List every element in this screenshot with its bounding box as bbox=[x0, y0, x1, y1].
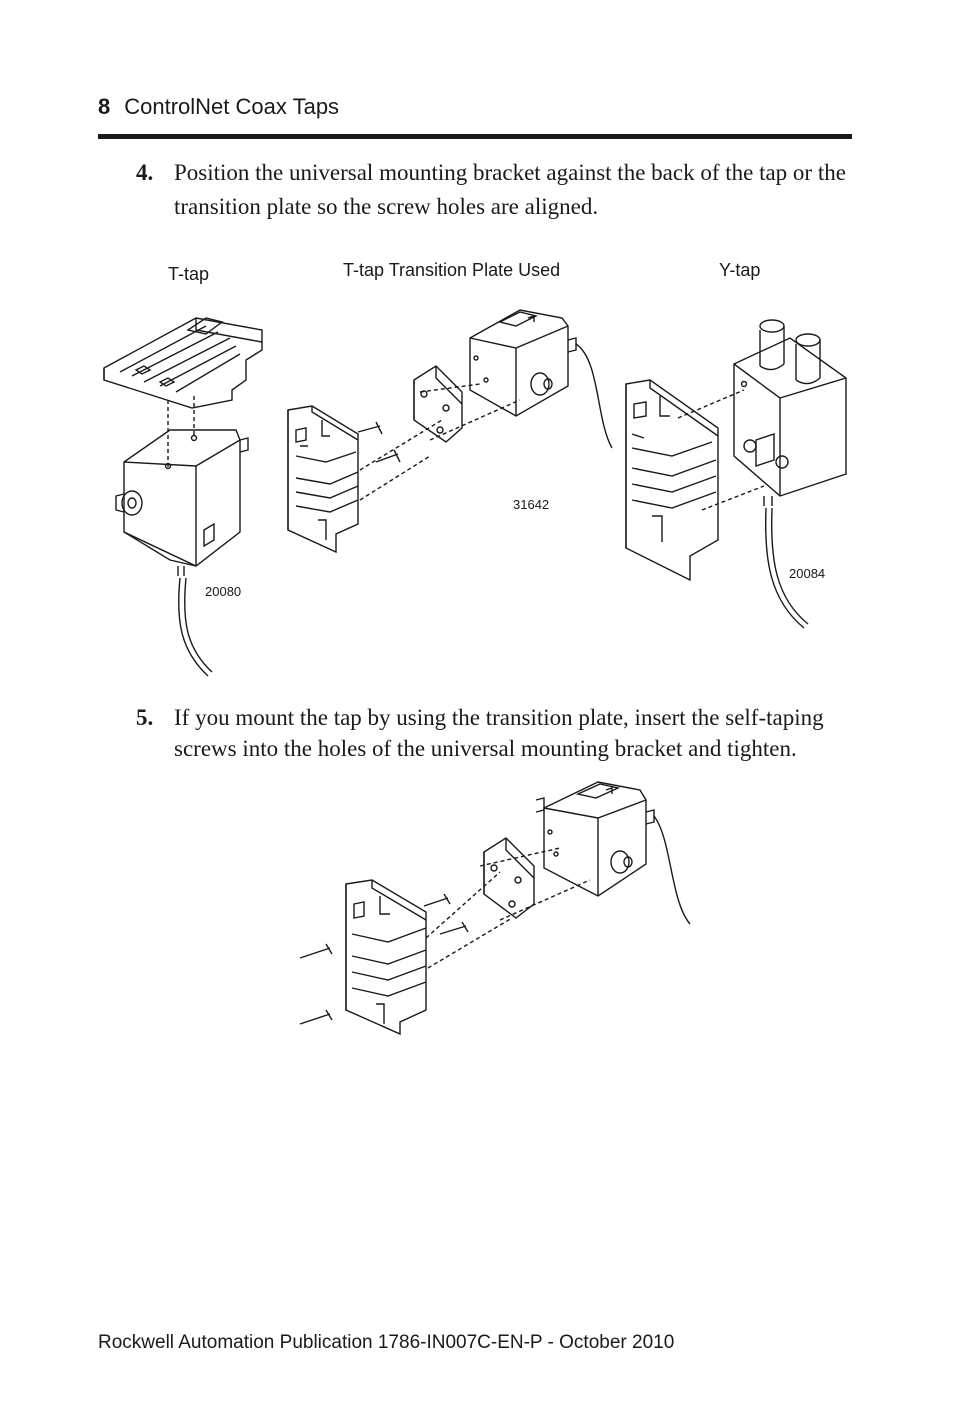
footer-publication: Rockwell Automation Publication 1786-IN0… bbox=[98, 1332, 675, 1353]
label-transition-plate: T-tap Transition Plate Used bbox=[343, 260, 561, 280]
step-text: If you mount the tap by using the transi… bbox=[174, 705, 824, 761]
step-number: 5. bbox=[136, 705, 154, 730]
t-tap-drawing bbox=[103, 317, 263, 677]
page-number: 8 bbox=[98, 94, 111, 119]
label-y-tap: Y-tap bbox=[719, 260, 761, 280]
figure-id-transition: 31642 bbox=[513, 497, 550, 512]
transition-plate-drawing bbox=[287, 309, 613, 554]
step-text: Position the universal mounting bracket … bbox=[174, 160, 846, 219]
figure-id-t-tap: 20080 bbox=[205, 584, 242, 599]
label-t-tap: T-tap bbox=[168, 264, 210, 284]
y-tap-drawing bbox=[625, 319, 847, 629]
step-4: 4. Position the universal mounting brack… bbox=[136, 156, 856, 224]
step-number: 4. bbox=[136, 160, 154, 185]
header-rule bbox=[98, 134, 852, 139]
figure-id-y-tap: 20084 bbox=[789, 566, 826, 581]
step-5: 5. If you mount the tap by using the tra… bbox=[136, 702, 856, 764]
section-title: ControlNet Coax Taps bbox=[124, 94, 340, 119]
page-header: 8 ControlNet Coax Taps bbox=[98, 94, 339, 120]
